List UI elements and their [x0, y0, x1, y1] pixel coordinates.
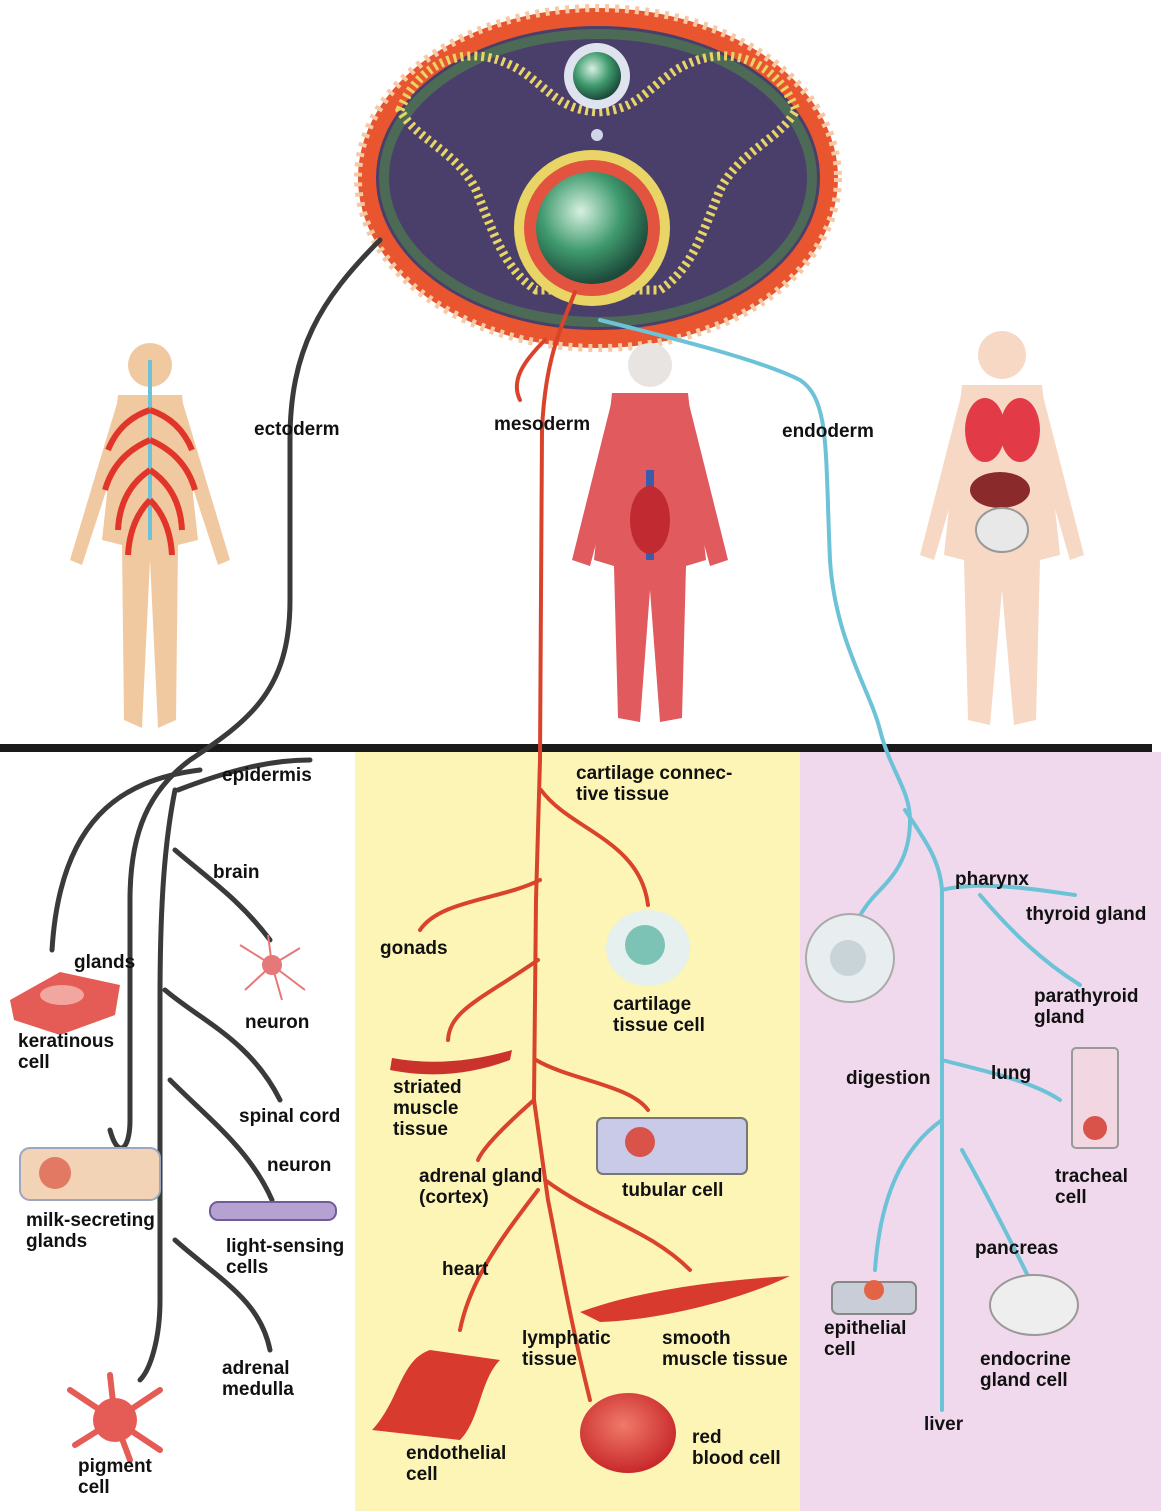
label-mesoderm: mesoderm	[494, 414, 590, 435]
label-red-blood-cell: red blood cell	[692, 1427, 781, 1469]
divider-line	[0, 744, 1152, 752]
cartilage-cell-image	[606, 910, 690, 986]
figure-nervous-system	[70, 343, 230, 728]
label-gonads: gonads	[380, 938, 448, 959]
label-digestion: digestion	[846, 1068, 930, 1089]
red-blood-cell-image	[580, 1393, 676, 1473]
label-endocrine-gland-cell: endocrine gland cell	[980, 1349, 1071, 1391]
label-tubular-cell: tubular cell	[622, 1180, 723, 1201]
label-brain: brain	[213, 862, 259, 883]
label-endothelial-cell: endothelial cell	[406, 1443, 506, 1485]
label-tracheal-cell: tracheal cell	[1055, 1166, 1128, 1208]
label-glands: glands	[74, 952, 135, 973]
label-adrenal-gland-cortex: adrenal gland (cortex)	[419, 1166, 543, 1208]
label-lymphatic-tissue: lymphatic tissue	[522, 1328, 611, 1370]
epithelial-cell-image	[832, 1280, 916, 1314]
tubular-cell-image	[597, 1118, 747, 1174]
label-epithelial-cell: epithelial cell	[824, 1318, 906, 1360]
label-cartilage-tissue-cell: cartilage tissue cell	[613, 994, 705, 1036]
label-light-sensing-cells: light-sensing cells	[226, 1236, 344, 1278]
tracheal-cell-image	[1072, 1048, 1118, 1148]
label-keratinous-cell: keratinous cell	[18, 1031, 114, 1073]
light-sensing-cell-image	[210, 1202, 336, 1220]
label-pancreas: pancreas	[975, 1238, 1058, 1259]
label-neuron-spinal: neuron	[267, 1155, 331, 1176]
label-striated-muscle-tissue: striated muscle tissue	[393, 1077, 462, 1140]
label-liver: liver	[924, 1414, 963, 1435]
embryo-cross-section	[358, 8, 838, 348]
unlabeled-endoderm-cell-image	[806, 914, 894, 1002]
label-endoderm: endoderm	[782, 421, 874, 442]
label-heart: heart	[442, 1259, 488, 1280]
label-adrenal-medulla: adrenal medulla	[222, 1358, 294, 1400]
label-neuron-brain: neuron	[245, 1012, 309, 1033]
milk-secreting-cell-image	[20, 1148, 160, 1200]
endocrine-cell-image	[990, 1275, 1078, 1335]
label-milk-secreting-glands: milk-secreting glands	[26, 1210, 155, 1252]
label-pharynx: pharynx	[955, 869, 1029, 890]
label-spinal-cord: spinal cord	[239, 1106, 340, 1127]
label-smooth-muscle-tissue: smooth muscle tissue	[662, 1328, 788, 1370]
figure-musculoskeletal	[572, 343, 728, 722]
label-pigment-cell: pigment cell	[78, 1456, 152, 1498]
label-cartilage-connective-tissue: cartilage connec- tive tissue	[576, 763, 732, 805]
figure-internal-organs	[920, 331, 1084, 725]
label-ectoderm: ectoderm	[254, 419, 340, 440]
label-epidermis: epidermis	[222, 765, 312, 786]
label-lung: lung	[991, 1063, 1031, 1084]
label-parathyroid-gland: parathyroid gland	[1034, 986, 1139, 1028]
ectoderm-panel	[0, 752, 355, 1511]
label-thyroid-gland: thyroid gland	[1026, 904, 1146, 925]
notochord	[591, 129, 603, 141]
